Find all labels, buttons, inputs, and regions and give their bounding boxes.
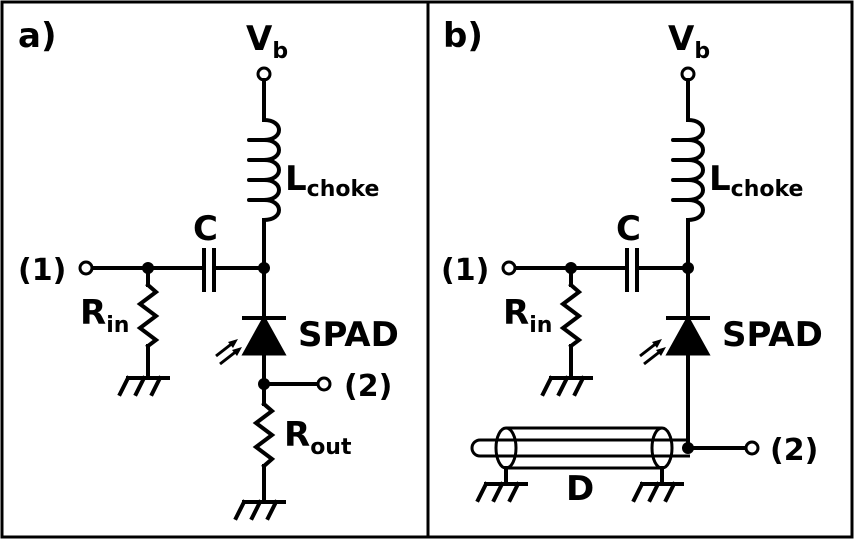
panel-a-ground-icon <box>117 375 170 397</box>
panel-a-rout-label: Rout <box>284 415 352 460</box>
panel-a-tag: a) <box>18 16 56 56</box>
panel-a-inductor-label: Lchoke <box>285 159 379 202</box>
panel-a-rin-label: Rin <box>80 293 129 338</box>
panel-a-diode-label: SPAD <box>298 315 399 355</box>
panel-b-ground-icon <box>631 481 684 503</box>
panel-b-input-terminal <box>501 260 517 276</box>
panel-b-ground-icon <box>540 375 593 397</box>
panel-a-input-terminal <box>78 260 94 276</box>
panel-a-photon-arrows-icon <box>215 339 242 366</box>
panel-b-ground-icon <box>475 481 528 503</box>
panel-b-capacitor-label: C <box>616 209 641 249</box>
panel-b-inductor <box>671 117 705 223</box>
panel-b-delay-label: D <box>566 469 594 509</box>
panel-b-rin-resistor <box>559 282 583 349</box>
panel-b-delay-line <box>470 426 690 470</box>
panel-b-rin-label: Rin <box>503 293 552 338</box>
panel-b-vb-label: Vb <box>668 19 710 64</box>
panel-b-frame <box>426 0 854 539</box>
panel-a-rin-resistor <box>136 282 160 349</box>
panel-a-inductor <box>247 117 281 223</box>
panel-a-input-label: (1) <box>18 253 66 288</box>
panel-b-output-terminal <box>744 440 760 456</box>
panel-a-vb-label: Vb <box>246 19 288 64</box>
panel-b-diode-label: SPAD <box>722 315 823 355</box>
panel-a-ground-icon <box>233 499 286 521</box>
panel-a-capacitor-label: C <box>193 209 218 249</box>
panel-b-output-label: (2) <box>770 433 818 468</box>
panel-a-output-label: (2) <box>344 369 392 404</box>
panel-b: b) Vb Lchoke C (1) Rin SPAD <box>441 16 823 509</box>
panel-b-input-label: (1) <box>441 253 489 288</box>
panel-b-spad-diode <box>665 314 711 356</box>
panel-b-photon-arrows-icon <box>639 339 666 366</box>
panel-a: a) Vb Lchoke C (1) Rin <box>18 16 399 521</box>
panel-a-spad-diode <box>241 314 287 356</box>
panel-a-rout-resistor <box>252 401 276 469</box>
panel-b-tag: b) <box>443 16 483 56</box>
panel-a-output-terminal <box>316 376 332 392</box>
panel-b-inductor-label: Lchoke <box>709 159 803 202</box>
